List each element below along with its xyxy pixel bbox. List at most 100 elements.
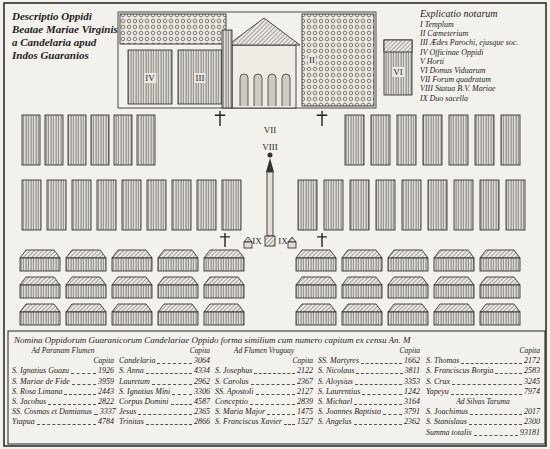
house <box>342 258 382 271</box>
church-arch <box>268 74 276 106</box>
cross <box>317 111 328 126</box>
head-count: 2583 <box>524 366 540 376</box>
leader-dashes <box>469 424 522 425</box>
house-roof <box>296 277 336 285</box>
house-roof <box>480 250 520 258</box>
house <box>20 285 60 298</box>
town-name: Jesus <box>119 407 136 417</box>
town-name: S. Anna <box>119 366 144 376</box>
row-house <box>197 180 216 230</box>
town-name: S. Stanislaus <box>426 417 467 427</box>
house-roof <box>204 277 244 285</box>
house-roof <box>158 277 198 285</box>
house-roof <box>112 304 152 312</box>
house-roof <box>296 304 336 312</box>
row-house <box>397 115 416 165</box>
town-name: S. Laurentius <box>318 387 360 397</box>
town-name: S. Crux <box>426 377 450 387</box>
house <box>388 258 428 271</box>
head-count: 2443 <box>98 387 114 397</box>
widows-house <box>384 40 412 95</box>
head-count: 1662 <box>404 356 420 366</box>
cross <box>220 233 230 247</box>
bell-tower <box>222 30 232 108</box>
house-roof <box>388 277 428 285</box>
head-count: 2172 <box>524 356 540 366</box>
table-row: Conceptio2839 <box>215 397 313 407</box>
house <box>66 258 106 271</box>
row-house <box>423 115 442 165</box>
house-roof <box>480 304 520 312</box>
row-house <box>298 180 317 230</box>
row-house <box>428 180 447 230</box>
head-count: 3064 <box>194 356 210 366</box>
table-row: Ad Paranam Flumen <box>12 346 114 356</box>
head-count: 4587 <box>194 397 210 407</box>
house <box>296 258 336 271</box>
town-name: S. Joannes Baptista <box>318 407 381 417</box>
house <box>158 312 198 325</box>
leader-dashes <box>71 373 96 374</box>
head-count: 2839 <box>297 397 313 407</box>
table-row: SS. Martyres1662 <box>318 356 420 366</box>
row-house <box>402 180 421 230</box>
key-entry: III Ædes Parochi, ejusque soc. <box>420 38 546 47</box>
table-row: Candelaria 3064 <box>119 356 210 366</box>
house <box>204 285 244 298</box>
table-row: SS. Cosmas et Damianus3337 <box>12 407 114 417</box>
table-row: SS. Apostoli2127 <box>215 387 313 397</box>
head-count: 4784 <box>98 417 114 427</box>
leader-dashes <box>474 435 518 436</box>
leader-dashes <box>361 363 402 364</box>
leader-dashes <box>94 414 98 415</box>
house-roof <box>20 277 60 285</box>
house <box>66 312 106 325</box>
table-row: S. Crux 3245 <box>426 377 540 387</box>
table-row: S. Nicolaus3811 <box>318 366 420 376</box>
house-roof <box>296 250 336 258</box>
house <box>388 312 428 325</box>
leader-dashes <box>354 424 402 425</box>
town-name: S. Nicolaus <box>318 366 354 376</box>
house-roof <box>342 250 382 258</box>
house <box>296 285 336 298</box>
row-house <box>449 115 468 165</box>
table-row: S. Ignatius Mini3306 <box>119 387 210 397</box>
house <box>342 312 382 325</box>
house-roof <box>204 304 244 312</box>
leader-dashes <box>72 384 96 385</box>
row-house <box>45 115 63 165</box>
table-row: S. Joannes Baptista3791 <box>318 407 420 417</box>
chapel <box>244 242 252 248</box>
table-row: S. Franciscus Xavier1527 <box>215 417 313 427</box>
chapel <box>288 242 296 248</box>
head-count: 3245 <box>524 377 540 387</box>
town-name: S. Maria Major <box>215 407 265 417</box>
house <box>112 285 152 298</box>
house-roof <box>434 304 474 312</box>
town-name: S. Aloysius <box>318 377 353 387</box>
church-arch <box>254 74 262 106</box>
key-heading: Explicatio notarum <box>420 8 546 20</box>
row-house <box>72 180 91 230</box>
table-row: Ad Flumen Vruguay <box>215 346 313 356</box>
head-count: 3337 <box>100 407 116 417</box>
town-name: S. Josephus <box>215 366 252 376</box>
widows-roof <box>384 40 412 52</box>
leader-dashes <box>495 373 522 374</box>
leader-dashes <box>256 394 295 395</box>
leader-dashes <box>267 414 295 415</box>
table-frame <box>8 331 545 444</box>
house <box>158 285 198 298</box>
head-count: 2017 <box>524 407 540 417</box>
leader-dashes <box>152 384 192 385</box>
town-name: Candelaria <box>119 356 155 366</box>
house-roof <box>20 250 60 258</box>
church-gable <box>228 18 300 45</box>
garden <box>302 14 374 106</box>
table-row: Capita <box>119 346 210 356</box>
house-roof <box>66 277 106 285</box>
house <box>480 285 520 298</box>
head-count: 2367 <box>297 377 313 387</box>
row-house <box>324 180 343 230</box>
